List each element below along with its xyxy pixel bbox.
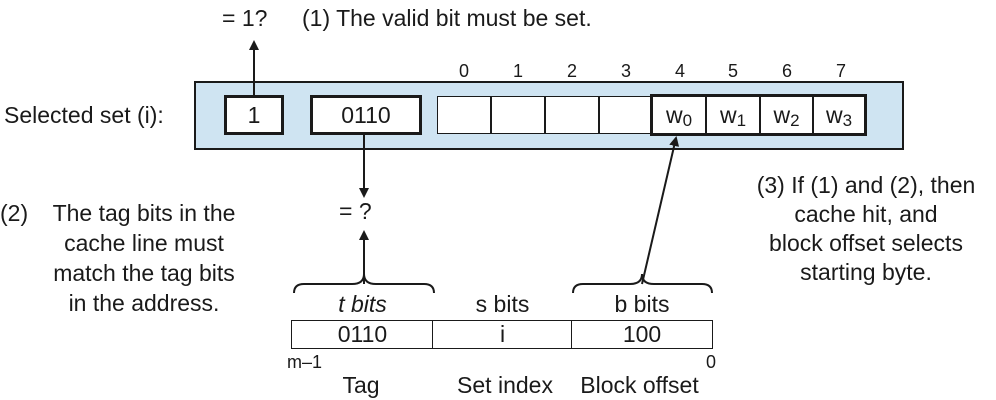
- note2-line-2: cache line must: [64, 230, 224, 256]
- note3-line-3: block offset selects: [769, 230, 963, 256]
- byte-cell-2: [545, 96, 599, 134]
- note3-line-4: starting byte.: [800, 259, 932, 285]
- byte-cell-1: [491, 96, 545, 134]
- note3-line-1: (3) If (1) and (2), then: [756, 172, 976, 198]
- valid-check-equation: = 1?: [222, 5, 268, 31]
- address-field-label-set: s bits: [475, 291, 530, 317]
- byte-index-2: 2: [566, 61, 577, 81]
- address-name-offset: Block offset: [580, 372, 699, 398]
- tag-field-brace: [293, 273, 435, 294]
- byte-index-7: 7: [835, 61, 846, 81]
- address-field-label-tag: t bits: [338, 291, 387, 317]
- address-name-set: Set index: [457, 372, 553, 398]
- byte-index-3: 3: [620, 61, 631, 81]
- byte-index-4: 4: [674, 61, 685, 81]
- address-offset-cell: 100: [571, 320, 713, 349]
- address-low-bit: 0: [706, 352, 717, 372]
- note2-line-4: in the address.: [68, 290, 220, 316]
- address-field-label-offset: b bits: [614, 291, 670, 317]
- byte-index-6: 6: [781, 61, 792, 81]
- offset-select-arrow: [641, 136, 680, 285]
- tag-check-equation: = ?: [339, 198, 372, 224]
- address-name-tag: Tag: [342, 372, 380, 398]
- set-label: Selected set (i):: [4, 102, 164, 128]
- tag-box: 0110: [310, 95, 422, 135]
- note2-line-1: The tag bits in the: [52, 200, 236, 226]
- address-tag-cell: 0110: [291, 320, 434, 349]
- byte-index-5: 5: [727, 61, 738, 81]
- byte-index-1: 1: [512, 61, 523, 81]
- note3-line-2: cache hit, and: [794, 201, 938, 227]
- valid-bit-box: 1: [224, 95, 284, 135]
- note2-label: (2): [0, 200, 29, 226]
- address-high-bit: m–1: [287, 352, 323, 372]
- offset-field-brace: [572, 273, 713, 294]
- valid-check-note: (1) The valid bit must be set.: [302, 5, 592, 31]
- byte-index-0: 0: [458, 61, 469, 81]
- byte-cell-0: [437, 96, 491, 134]
- note2-line-3: match the tag bits: [53, 260, 235, 286]
